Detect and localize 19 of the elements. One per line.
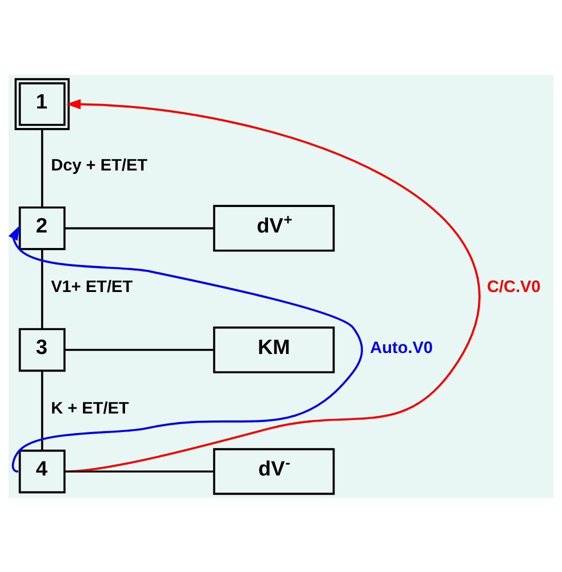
arrow xyxy=(66,98,480,472)
edge-label: Auto.V0 xyxy=(370,337,433,356)
connector xyxy=(64,226,214,229)
connector xyxy=(41,128,44,207)
connector xyxy=(41,370,44,450)
edge-label: K + ET/ET xyxy=(50,398,129,418)
node-box: dV$^{-}$ xyxy=(213,448,335,494)
connector xyxy=(41,248,44,328)
connector xyxy=(64,348,214,350)
node-box: 3 xyxy=(18,328,66,372)
node-box: 1 xyxy=(14,78,70,130)
connector xyxy=(64,470,214,472)
node-box: 4 xyxy=(18,449,66,493)
node-box: KM xyxy=(213,326,335,373)
node-box: 2 xyxy=(18,206,66,250)
node-box: dV$^{+}$ xyxy=(213,204,335,252)
edge-label: V1+ ET/ET xyxy=(50,276,133,296)
edge-label: C/C.V0 xyxy=(486,276,541,296)
edge-label: Dcy + ET/ET xyxy=(50,154,148,174)
